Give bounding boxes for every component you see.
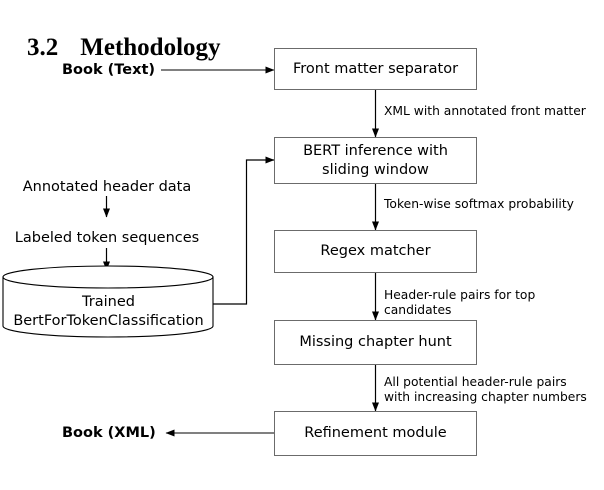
edge-label-all-pairs: All potential header-rule pairs with inc…: [384, 375, 587, 404]
section-number: 3.2: [27, 34, 59, 61]
node-bert-inference[interactable]: BERT inference with sliding window: [274, 137, 477, 184]
edge-label-top-candidates: Header-rule pairs for top candidates: [384, 288, 536, 317]
section-title: Methodology: [80, 34, 221, 61]
edge-label-softmax: Token-wise softmax probability: [384, 197, 574, 211]
output-label-book-xml: Book (XML): [62, 425, 156, 441]
datastore-label-trained-model: Trained BertForTokenClassification: [13, 294, 204, 329]
datastore-cylinder-shape: [2, 265, 214, 338]
training-step-labeled-token-sequences: Labeled token sequences: [14, 230, 200, 246]
edge-label-xml-front-matter: XML with annotated front matter: [384, 104, 586, 118]
input-label-book-text: Book (Text): [62, 62, 156, 78]
node-missing-chapter-hunt[interactable]: Missing chapter hunt: [274, 320, 477, 365]
section-heading: 3.2 Methodology: [2, 0, 221, 96]
node-front-matter-separator[interactable]: Front matter separator: [274, 48, 477, 90]
node-regex-matcher[interactable]: Regex matcher: [274, 230, 477, 273]
node-refinement-module[interactable]: Refinement module: [274, 411, 477, 456]
edge-datastore-to-bert: [213, 156, 275, 305]
training-step-annotated-header-data: Annotated header data: [22, 179, 192, 195]
